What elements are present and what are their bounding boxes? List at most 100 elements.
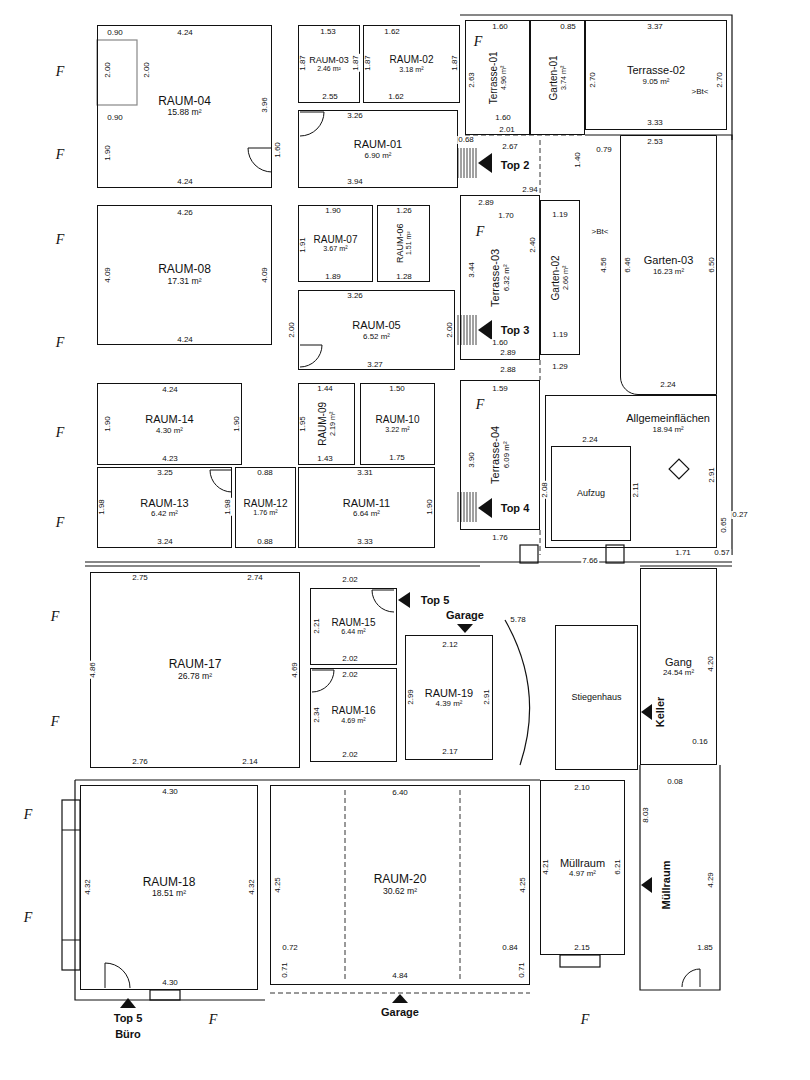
dimension-label: 4.25 [274, 876, 282, 894]
room-area: 4.39 m² [436, 699, 463, 708]
entrance-label: Keller [655, 696, 666, 729]
room-name: RAUM-17 [169, 658, 222, 672]
dimension-label: 2.24 [581, 436, 599, 444]
door-swing [682, 969, 700, 987]
dimension-label: 4.69 [291, 661, 299, 679]
room: RAUM-103.22 m² [360, 383, 435, 465]
dimension-label: 8.03 [642, 806, 650, 824]
dimension-label: 4.86 [89, 661, 97, 679]
facade-mark: F [51, 610, 60, 624]
dimension-label: 2.89 [499, 349, 517, 357]
dimension-label: 3.27 [366, 361, 384, 369]
room-label: RAUM-073.67 m² [314, 234, 358, 254]
room-area: 4.97 m² [569, 869, 596, 878]
room-name: RAUM-05 [352, 319, 400, 332]
room-name: RAUM-01 [354, 138, 402, 151]
dimension-label: 5.78 [509, 616, 527, 624]
dimension-label: 2.40 [529, 236, 537, 254]
room-label: Müllraum4.97 m² [560, 857, 605, 879]
door-swings [105, 112, 700, 988]
facade-mark: F [56, 336, 65, 350]
room: Garten-013.74 m² [530, 20, 585, 135]
dimension-label: 0.68 [457, 136, 475, 144]
room-name: RAUM-08 [158, 263, 211, 277]
window [150, 990, 180, 1000]
room-label: RAUM-1818.51 m² [143, 876, 196, 900]
room: Allgemeinflächen18.94 m²Aufzug [545, 395, 717, 548]
facade-mark: F [476, 398, 485, 412]
dimension-label: 2.70 [716, 71, 724, 89]
dimension-label: 4.29 [707, 871, 715, 889]
dimension-label: 2.15 [573, 944, 591, 952]
dimension-label: 1.29 [551, 363, 569, 371]
room-name: RAUM-10 [376, 414, 420, 426]
dimension-label: 0.57 [713, 549, 731, 557]
room-name: RAUM-04 [158, 95, 211, 109]
dimension-label: 4.30 [161, 979, 179, 987]
room-label: RAUM-121.76 m² [244, 498, 288, 518]
dimension-label: 1.71 [674, 549, 692, 557]
dimension-label: 1.62 [387, 93, 405, 101]
dimension-label: 1.95 [299, 415, 307, 433]
dimension-label: 0.27 [731, 511, 749, 519]
wall [85, 561, 732, 562]
room: RAUM-116.64 m² [298, 467, 435, 548]
window [560, 955, 600, 967]
room-label: RAUM-023.18 m² [390, 54, 434, 74]
door-swing [312, 670, 334, 692]
garage-marking [345, 790, 460, 980]
dimension-label: 4.26 [176, 209, 194, 217]
room: Stiegenhaus [555, 625, 638, 770]
dimension-label: 4.30 [161, 788, 179, 796]
stair-step [467, 315, 468, 345]
dimension-label: 2.14 [241, 758, 259, 766]
dimension-label: 3.25 [156, 469, 174, 477]
room-area: 6.90 m² [365, 151, 392, 160]
room-label: Garten-013.74 m² [548, 55, 568, 100]
room: RAUM-156.44 m² [310, 588, 397, 665]
stair-step [467, 148, 468, 178]
dimension-label: 2.00 [446, 321, 454, 339]
room: Garten-0316.23 m² [620, 135, 717, 395]
dimension-label: 6.46 [624, 256, 632, 274]
entrance-marker [392, 994, 408, 1003]
dimension-label: 4.32 [84, 878, 92, 896]
entrance-label: Top 5 [113, 1013, 144, 1024]
room: RAUM-136.42 m² [97, 467, 232, 548]
walls [62, 15, 732, 1000]
dimension-label: 0.90 [106, 29, 124, 37]
dimension-label: 4.09 [104, 266, 112, 284]
room-name: RAUM-20 [374, 873, 427, 887]
entrance-label: Top 3 [500, 325, 531, 336]
dimension-label: 1.90 [324, 207, 342, 215]
elevator-symbol [669, 459, 689, 479]
dimension-label: 1.50 [388, 385, 406, 393]
room-area: 6.44 m² [341, 628, 365, 636]
door-swing [210, 470, 232, 492]
dimension-label: 2.91 [708, 466, 716, 484]
dimension-label: 4.09 [261, 266, 269, 284]
facade-mark: F [56, 233, 65, 247]
dimension-label: 2.01 [498, 126, 516, 134]
dimension-label: 1.59 [491, 385, 509, 393]
room-name: RAUM-09 [317, 402, 329, 446]
room-area: 15.88 m² [167, 108, 201, 118]
dimension-label: 0.16 [691, 738, 709, 746]
wall [640, 765, 720, 990]
dimension-label: 3.37 [646, 23, 664, 31]
room-name: RAUM-06 [394, 224, 404, 264]
stair-step [476, 148, 477, 178]
room-area: 18.51 m² [152, 889, 186, 899]
room-area: 9.05 m² [643, 77, 670, 86]
room-label: Terrasse-036.32 m² [489, 248, 511, 306]
dimension-label: 1.87 [451, 54, 459, 72]
dimension-label: 2.94 [521, 186, 539, 194]
room-label: Terrasse-046.09 m² [489, 426, 511, 484]
dimension-label: 2.02 [341, 751, 359, 759]
room-area: 1.51 m² [405, 232, 413, 256]
dimension-label: 1.26 [395, 207, 413, 215]
room-name: Garten-03 [644, 254, 694, 267]
room-area: 1.76 m² [253, 509, 277, 517]
facade-mark: F [56, 65, 65, 79]
wall [85, 565, 732, 566]
